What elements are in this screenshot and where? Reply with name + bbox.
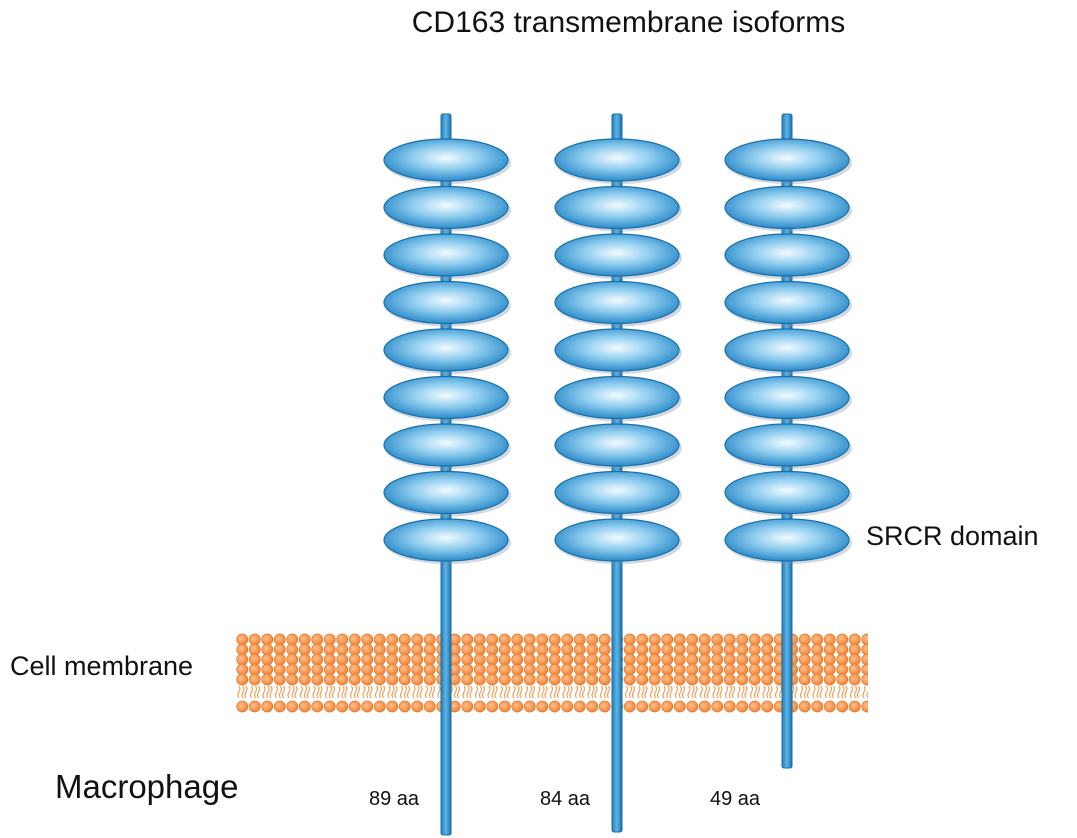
isoform-2-tail-label: 84 aa (540, 788, 591, 810)
srcr-domain (724, 470, 850, 515)
srcr-domain (724, 375, 850, 420)
isoform-3 (724, 113, 852, 769)
srcr-domain (724, 328, 850, 372)
srcr-domain (383, 423, 509, 467)
srcr-domain (383, 328, 509, 372)
srcr-domain (554, 328, 680, 372)
srcr-domain (383, 138, 509, 182)
cell-membrane (236, 633, 868, 713)
srcr-domain (724, 138, 850, 182)
srcr-domain (724, 280, 850, 325)
srcr-domain (554, 518, 680, 562)
srcr-domain (554, 185, 680, 230)
srcr-domain (383, 518, 509, 562)
srcr-domain (554, 423, 680, 467)
srcr-domain (554, 470, 680, 515)
diagram-title: CD163 transmembrane isoforms (411, 6, 846, 39)
isoform-1-tail-label: 89 aa (369, 788, 420, 810)
srcr-domain (554, 280, 680, 325)
cell-membrane-label: Cell membrane (10, 651, 194, 681)
isoform-3-tail-label: 49 aa (710, 788, 761, 810)
srcr-domain (383, 375, 509, 420)
srcr-domain (383, 280, 509, 325)
srcr-domain (383, 185, 509, 230)
srcr-domain (554, 138, 680, 182)
isoform-2 (554, 113, 682, 833)
srcr-domain (383, 233, 509, 277)
srcr-domain (554, 375, 680, 420)
srcr-domain (554, 233, 680, 277)
srcr-domain (724, 233, 850, 277)
srcr-domain (724, 518, 850, 562)
macrophage-label: Macrophage (55, 768, 239, 805)
srcr-domain (724, 423, 850, 467)
isoform-1 (383, 113, 511, 836)
srcr-domain-label: SRCR domain (866, 521, 1039, 551)
srcr-domain (724, 185, 850, 230)
srcr-domain (383, 470, 509, 515)
